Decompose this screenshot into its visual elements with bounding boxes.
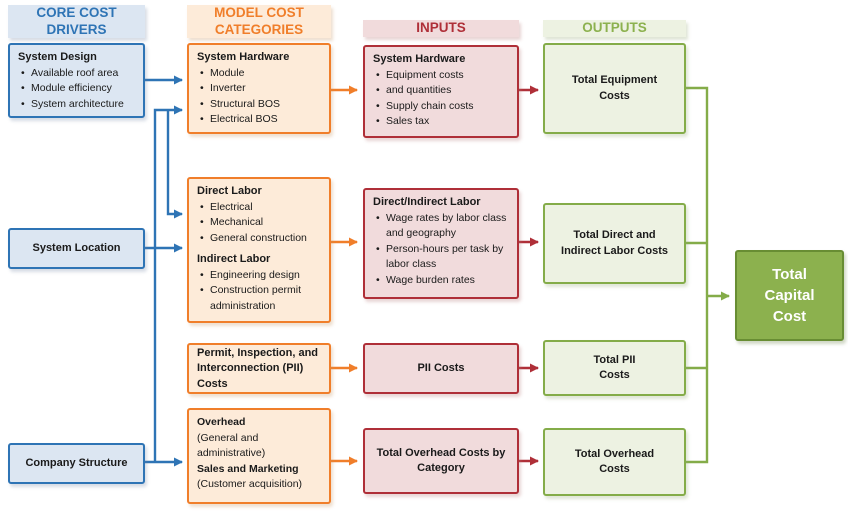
box-system-location: System Location xyxy=(8,228,145,269)
box-company-structure: Company Structure xyxy=(8,443,145,484)
header-outputs: OUTPUTS xyxy=(543,20,686,37)
box-title: System Hardware xyxy=(373,53,466,65)
bullet-item: System architecture xyxy=(18,97,138,113)
box-title: Total Overhead Costs xyxy=(574,447,655,476)
bullet-item: Sales tax xyxy=(373,114,512,130)
bullet-item: Inverter xyxy=(197,81,324,97)
box-title: Total Equipment Costs xyxy=(571,74,658,102)
header-model-cost-categories: MODEL COST CATEGORIES xyxy=(187,5,331,38)
box-title: Indirect Labor xyxy=(197,253,271,265)
bullet-item: Electrical BOS xyxy=(197,112,324,128)
header-core-cost-drivers: CORE COST DRIVERS xyxy=(8,5,145,38)
bullet-item: Structural BOS xyxy=(197,97,324,113)
box-title: PII Costs xyxy=(417,361,465,374)
bullet-item: and quantities xyxy=(373,83,512,99)
box-title: Permit, Inspection, and Interconnection … xyxy=(197,346,319,390)
bullet-item: Available roof area xyxy=(18,66,138,82)
box-title: System Location xyxy=(32,241,121,254)
bullet-item: Equipment costs xyxy=(373,68,512,84)
header-line: INPUTS xyxy=(416,20,466,35)
box-category-overhead: Overhead (General and administrative) Sa… xyxy=(187,408,331,504)
arrow-branch-to-directlabor xyxy=(166,111,183,219)
box-title: Direct/Indirect Labor xyxy=(373,196,481,208)
bullet-item: Wage rates by labor class and geography xyxy=(373,211,512,242)
connector-outputs-bus xyxy=(686,86,709,464)
box-category-labor: Direct Labor Electrical Mechanical Gener… xyxy=(187,177,331,323)
box-total-capital-cost: Total Capital Cost xyxy=(735,250,844,341)
bullet-item: Construction permit administration xyxy=(197,283,324,314)
box-output-total-equipment-costs: Total Equipment Costs xyxy=(543,43,686,134)
box-title: Sales and Marketing xyxy=(197,462,299,475)
box-title: Total PII Costs xyxy=(593,353,636,382)
box-title: Total Capital Cost xyxy=(764,266,815,325)
box-title: Overhead xyxy=(197,416,246,428)
box-input-pii: PII Costs xyxy=(363,343,519,394)
box-title: Direct Labor xyxy=(197,185,262,197)
box-title: Total Overhead Costs by Category xyxy=(376,446,506,475)
header-line: CATEGORIES xyxy=(214,21,304,37)
box-text: (Customer acquisition) xyxy=(197,478,303,490)
bullet-item: Electrical xyxy=(197,200,324,216)
box-title: Company Structure xyxy=(25,456,128,469)
bullet-item: Module xyxy=(197,66,324,82)
bullet-item: General construction xyxy=(197,231,324,247)
box-input-system-hardware: System Hardware Equipment costs and quan… xyxy=(363,45,519,138)
bullet-item: Person-hours per task by labor class xyxy=(373,242,512,273)
bullet-item: Module efficiency xyxy=(18,81,138,97)
box-output-total-labor-costs: Total Direct and Indirect Labor Costs xyxy=(543,203,686,284)
box-system-design: System Design Available roof area Module… xyxy=(8,43,145,118)
box-title: System Design xyxy=(18,51,97,63)
bullet-item: Engineering design xyxy=(197,268,324,284)
header-line: DRIVERS xyxy=(46,21,107,37)
header-inputs: INPUTS xyxy=(363,20,519,37)
bullet-item: Wage burden rates xyxy=(373,273,512,289)
box-output-total-pii-costs: Total PII Costs xyxy=(543,340,686,396)
arrow-trunk-to-hardware xyxy=(153,105,183,462)
box-input-overhead: Total Overhead Costs by Category xyxy=(363,428,519,494)
box-category-system-hardware: System Hardware Module Inverter Structur… xyxy=(187,43,331,134)
header-line: CORE COST xyxy=(36,5,117,20)
box-title: System Hardware xyxy=(197,51,290,63)
header-line: MODEL COST xyxy=(214,5,304,20)
header-line: OUTPUTS xyxy=(582,20,647,35)
bullet-item: Supply chain costs xyxy=(373,99,512,115)
box-text: (General and administrative) xyxy=(197,431,266,460)
bullet-item: Mechanical xyxy=(197,215,324,231)
box-title: Total Direct and Indirect Labor Costs xyxy=(561,229,668,257)
box-input-labor: Direct/Indirect Labor Wage rates by labo… xyxy=(363,188,519,299)
box-category-pii: Permit, Inspection, and Interconnection … xyxy=(187,343,331,394)
box-output-total-overhead-costs: Total Overhead Costs xyxy=(543,428,686,496)
